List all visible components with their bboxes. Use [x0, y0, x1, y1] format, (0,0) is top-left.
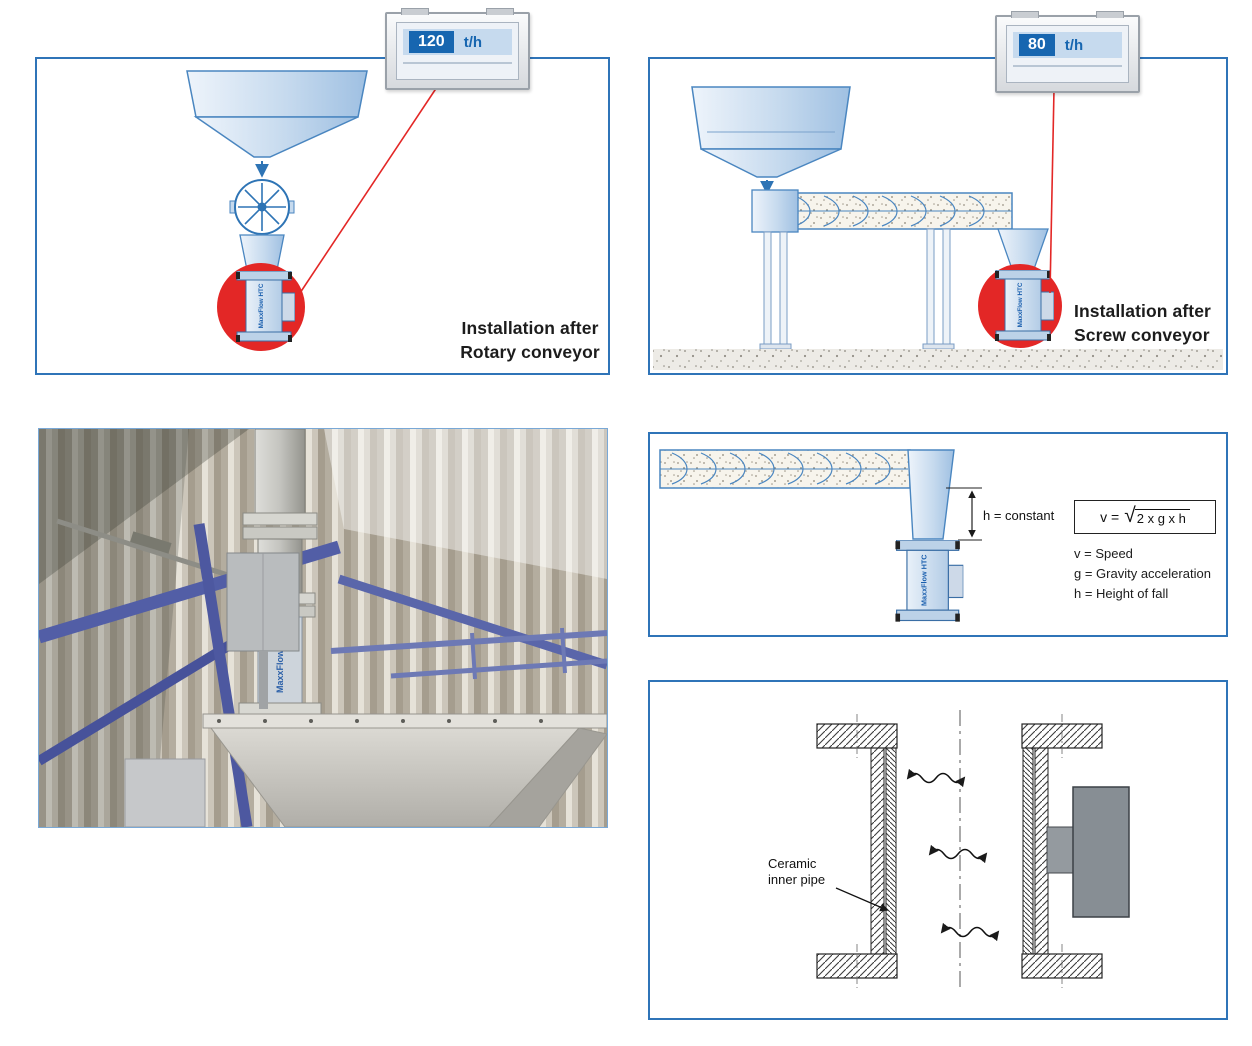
floor-machine: [124, 758, 206, 827]
radical-sign: √: [1124, 504, 1136, 527]
velocity-formula: v = √ 2 x g x h: [1074, 500, 1216, 534]
flow-rate-display-screw: 80 t/h: [995, 11, 1140, 93]
flow-unit: t/h: [1064, 36, 1084, 54]
discharge-chute: [907, 449, 955, 540]
microwave-signal-icon: [928, 844, 988, 864]
caption-line: Installation after: [1074, 301, 1211, 321]
light-wall: [324, 429, 607, 579]
ceramic-inner-pipe: [885, 747, 1034, 955]
legend-line: h = Height of fall: [1074, 586, 1169, 602]
cross-section-diagram: [816, 710, 1130, 992]
flow-reading: 120 t/h: [403, 29, 512, 55]
flow-meter-device: [894, 540, 964, 623]
sensor-housing: [1072, 786, 1130, 918]
h-constant-label: h = constant: [983, 508, 1055, 523]
legend-line: v = Speed: [1074, 546, 1133, 561]
flow-value: 120: [409, 31, 454, 53]
discharge-chute: [997, 228, 1049, 270]
caption-line: Installation after: [461, 318, 599, 338]
caption-rotary: Installation after Rotary conveyor: [430, 316, 630, 364]
label-line: Ceramic: [768, 856, 817, 871]
panel-screw-installation: Installation after Screw conveyor: [648, 57, 1228, 375]
feed-hopper: [691, 86, 851, 178]
device-label: MaxxFlow HTC: [275, 629, 285, 694]
label-line: inner pipe: [768, 872, 826, 888]
display-screen: 120 t/h: [396, 22, 519, 80]
formula-legend: v = Speed g = Gravity acceleration h = H…: [1074, 544, 1211, 604]
microwave-signal-icon: [940, 922, 1000, 942]
bolt-centerlines: [856, 714, 1063, 988]
screw-conveyor: [751, 189, 1013, 233]
feed-hopper: [186, 70, 368, 158]
label-arrow: [835, 887, 889, 912]
electrical-cabinet: [226, 552, 300, 709]
installation-photo-frame: MaxxFlow HTC: [38, 428, 608, 828]
principle-diagram: h = constant: [659, 449, 1055, 623]
formula-radicand: 2 x g x h: [1134, 508, 1190, 526]
caption-screw: Installation after Screw conveyor: [1074, 299, 1230, 347]
flow-rate-display-rotary: 120 t/h: [385, 8, 530, 90]
display-line: [403, 62, 512, 64]
installation-photo: MaxxFlow HTC: [39, 429, 607, 827]
caption-line: Screw conveyor: [1074, 325, 1210, 346]
screw-diagram: [653, 86, 1223, 370]
microwave-signal-icon: [906, 768, 966, 788]
flow-value: 80: [1019, 34, 1055, 56]
display-line: [1013, 65, 1122, 67]
conveyor-legs: [759, 228, 955, 350]
panel-cross-section: Ceramic inner pipe: [648, 680, 1228, 1020]
ceramic-pipe-label: Ceramic inner pipe: [768, 856, 825, 889]
formula-lhs: v =: [1100, 509, 1120, 525]
rotary-valve-icon: [229, 179, 295, 235]
pipe-wall-steel: [870, 747, 1049, 955]
display-screen: 80 t/h: [1006, 25, 1129, 83]
flow-unit: t/h: [463, 33, 483, 51]
caption-line: Rotary conveyor: [460, 342, 600, 363]
height-dimension: [946, 487, 982, 541]
transition-hopper: [202, 713, 607, 827]
roof-shadow: [39, 429, 249, 584]
flow-reading: 80 t/h: [1013, 32, 1122, 58]
ground: [653, 349, 1223, 370]
panel-rotary-installation: Installation after Rotary conveyor: [35, 57, 610, 375]
panel-measuring-principle: h = constant v = √ 2 x g x h v = Speed g…: [648, 432, 1228, 637]
screw-conveyor: [659, 449, 911, 489]
sensor-coupling: [1046, 826, 1074, 874]
sensor-assembly: [1046, 786, 1130, 918]
legend-line: g = Gravity acceleration: [1074, 566, 1211, 582]
steel-truss: [56, 518, 248, 584]
